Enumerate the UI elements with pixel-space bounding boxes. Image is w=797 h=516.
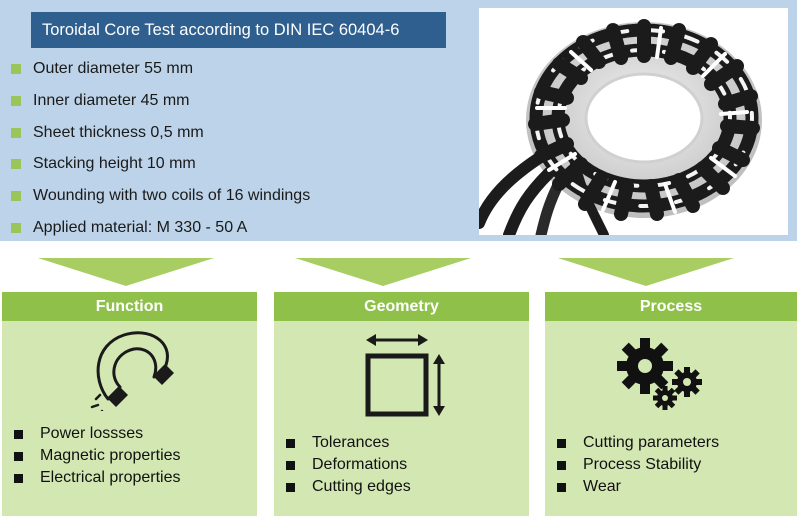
- green-square-bullet-icon: [11, 95, 21, 106]
- down-arrow-icon: [295, 258, 471, 286]
- spec-text: Inner diameter 45 mm: [33, 91, 190, 109]
- spec-item: Applied material: M 330 - 50 A: [11, 216, 310, 248]
- magnet-icon: [2, 331, 257, 419]
- function-list: Power lossses Magnetic properties Electr…: [14, 423, 181, 489]
- spec-text: Outer diameter 55 mm: [33, 60, 194, 77]
- spec-text: Wounding with two coils of 16 windings: [33, 187, 311, 205]
- down-arrow-icon: [38, 258, 214, 286]
- list-item: Tolerances: [286, 432, 411, 454]
- list-item: Power lossses: [14, 423, 181, 445]
- list-item: Process Stability: [557, 454, 719, 476]
- list-item: Cutting parameters: [557, 432, 719, 454]
- panel-geometry: Geometry Tolerances Deformations Cutting…: [274, 292, 529, 516]
- square-bullet-icon: [557, 483, 566, 492]
- panel-function: Function Power lossses Magnetic properti…: [2, 292, 257, 516]
- list-item-text: Wear: [583, 478, 621, 495]
- square-bullet-icon: [557, 439, 566, 448]
- list-item-text: Power lossses: [40, 425, 144, 442]
- square-bullet-icon: [286, 483, 295, 492]
- spec-item: Outer diameter 55 mm: [11, 57, 310, 89]
- square-bullet-icon: [14, 430, 23, 439]
- process-list: Cutting parameters Process Stability Wea…: [557, 432, 719, 498]
- list-item: Deformations: [286, 454, 411, 476]
- spec-item: Stacking height 10 mm: [11, 152, 310, 184]
- list-item-text: Cutting parameters: [583, 434, 720, 451]
- down-arrow-icon: [558, 258, 734, 286]
- list-item-text: Process Stability: [583, 456, 702, 473]
- square-bullet-icon: [14, 452, 23, 461]
- spec-item: Sheet thickness 0,5 mm: [11, 121, 310, 153]
- panel-title: Process: [545, 292, 797, 321]
- square-bullet-icon: [14, 474, 23, 483]
- square-bullet-icon: [286, 439, 295, 448]
- square-bullet-icon: [286, 461, 295, 470]
- list-item-text: Tolerances: [312, 434, 390, 451]
- panel-process: Process: [545, 292, 797, 516]
- spec-text: Applied material: M 330 - 50 A: [33, 218, 248, 236]
- list-item: Cutting edges: [286, 476, 411, 498]
- panel-title: Function: [2, 292, 257, 321]
- dimensions-icon: [274, 332, 529, 417]
- list-item-text: Cutting edges: [312, 478, 411, 495]
- spec-list: Outer diameter 55 mm Inner diameter 45 m…: [11, 57, 310, 248]
- spec-text: Sheet thickness 0,5 mm: [33, 123, 204, 141]
- panel-title: Geometry: [274, 292, 529, 321]
- green-square-bullet-icon: [11, 159, 21, 170]
- green-square-bullet-icon: [11, 127, 21, 138]
- green-square-bullet-icon: [11, 64, 21, 74]
- list-item: Electrical properties: [14, 467, 181, 489]
- green-square-bullet-icon: [11, 222, 21, 233]
- gears-icon: [545, 334, 797, 414]
- list-item: Magnetic properties: [14, 445, 181, 467]
- square-bullet-icon: [557, 461, 566, 470]
- list-item-text: Electrical properties: [40, 469, 181, 486]
- green-square-bullet-icon: [11, 191, 21, 202]
- list-item-text: Deformations: [312, 456, 408, 473]
- specification-panel: Toroidal Core Test according to DIN IEC …: [0, 0, 797, 241]
- spec-item: Inner diameter 45 mm: [11, 89, 310, 121]
- toroidal-core-photo: [479, 8, 788, 235]
- list-item-text: Magnetic properties: [40, 447, 181, 464]
- spec-text: Stacking height 10 mm: [33, 155, 196, 173]
- test-title: Toroidal Core Test according to DIN IEC …: [31, 12, 446, 48]
- geometry-list: Tolerances Deformations Cutting edges: [286, 432, 411, 498]
- list-item: Wear: [557, 476, 719, 498]
- spec-item: Wounding with two coils of 16 windings: [11, 184, 310, 216]
